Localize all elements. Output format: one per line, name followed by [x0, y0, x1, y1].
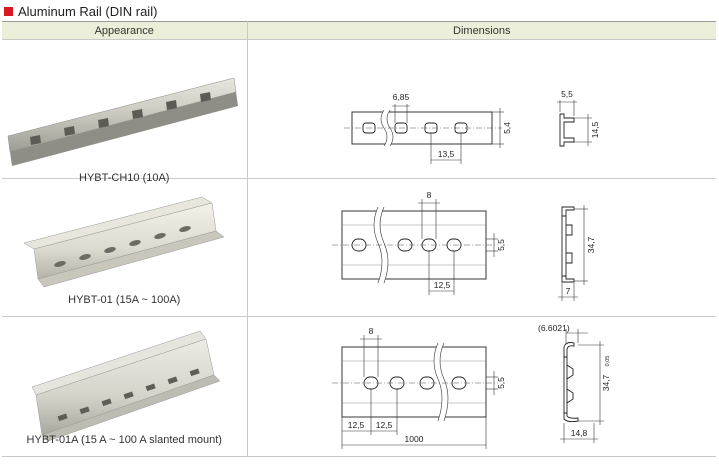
dim-depth: 34,7 — [601, 374, 611, 391]
dim-depth: 14,5 — [590, 121, 600, 138]
dim-height: 5,4 — [502, 122, 512, 134]
dimension-drawing-01a: 8 5,5 12,5 12,5 1000 (6.6021) 34,7 0 — [331, 323, 611, 449]
dim-spacing: 13,5 — [437, 149, 454, 159]
section-title: Aluminum Rail (DIN rail) — [4, 2, 157, 20]
dim-spacing: 12,5 — [433, 280, 450, 290]
dimension-drawing-ch10: 6,85 5,4 13,5 5,5 14,5 — [343, 89, 600, 164]
dimensions-cell: 8 5,5 12,5 12,5 1000 (6.6021) 34,7 0 — [247, 316, 716, 457]
dim-height: 5,5 — [496, 377, 506, 389]
product-name: HYBT-01A (15 A ~ 100 A slanted mount) — [26, 434, 222, 446]
table-row: HYBT-01 (15A ~ 100A) 8 5,5 12,5 — [2, 178, 716, 317]
dim-pitch: 8 — [426, 190, 431, 200]
dim-pitch: 6,85 — [392, 92, 409, 102]
section-title-text: Aluminum Rail (DIN rail) — [18, 3, 158, 19]
dim-depth: 34,7 — [586, 236, 596, 253]
header-appearance: Appearance — [2, 21, 248, 40]
table-row: HYBT-CH10 (10A) 6,85 5,4 13,5 — [2, 39, 716, 184]
appearance-cell: HYBT-CH10 (10A) — [2, 39, 248, 184]
title-bullet-icon — [4, 6, 13, 16]
dim-height: 5,5 — [496, 239, 506, 251]
dimensions-cell: 6,85 5,4 13,5 5,5 14,5 — [247, 39, 716, 179]
dim-spacing-2: 12,5 — [375, 420, 392, 430]
dim-bottom-width: 7 — [565, 286, 570, 296]
rail-01a-image — [31, 330, 221, 442]
rail-01-image — [23, 196, 225, 288]
table-row: HYBT-01A (15 A ~ 100 A slanted mount) 8 … — [2, 316, 716, 457]
appearance-cell: HYBT-01 (15A ~ 100A) — [2, 178, 248, 317]
din-rail-spec-table: Appearance Dimensions — [2, 21, 716, 457]
dimension-drawing-01: 8 5,5 12,5 34,7 7 — [331, 190, 596, 301]
product-name: HYBT-01 (15A ~ 100A) — [68, 294, 181, 306]
dim-top-width: (6.6021) — [538, 323, 570, 333]
dim-length: 1000 — [404, 434, 423, 444]
dimensions-cell: 8 5,5 12,5 34,7 7 — [247, 178, 716, 317]
dim-depth-tolerance: 0,05 — [605, 356, 611, 367]
dim-pitch: 8 — [368, 326, 373, 336]
header-dimensions: Dimensions — [247, 21, 716, 40]
rail-ch10-image — [7, 77, 238, 166]
appearance-cell: HYBT-01A (15 A ~ 100 A slanted mount) — [2, 316, 248, 457]
dim-top-width: 5,5 — [561, 89, 573, 99]
dim-spacing-1: 12,5 — [347, 420, 364, 430]
dim-bottom-width: 14,8 — [570, 428, 587, 438]
